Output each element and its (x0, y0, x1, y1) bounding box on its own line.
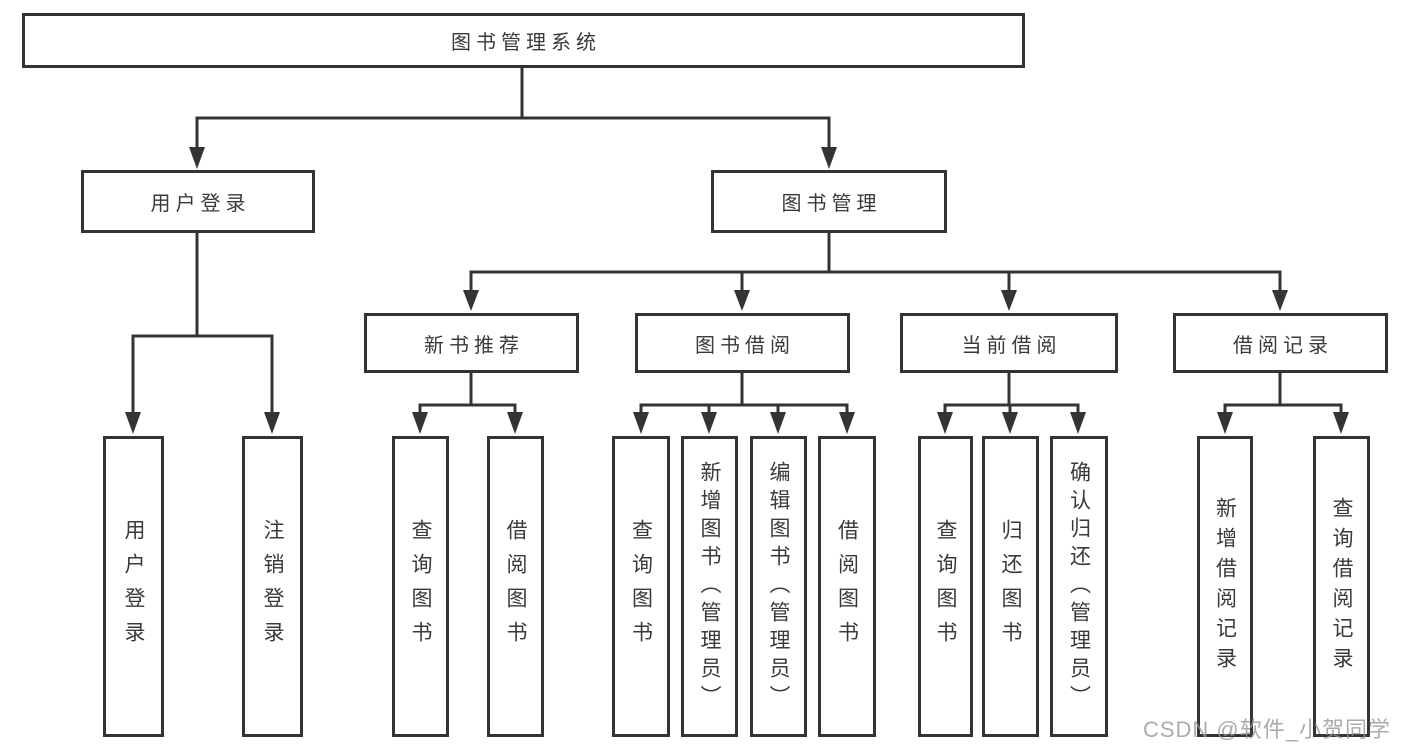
node-leaf-borrow-books-recommend: 借阅图书 (487, 436, 544, 737)
node-book-borrowing: 图书借阅 (635, 313, 850, 373)
node-leaf-query-books-recommend: 查询图书 (392, 436, 449, 737)
node-leaf-logout: 注销登录 (242, 436, 303, 737)
node-leaf-query-books-current: 查询图书 (918, 436, 973, 737)
node-borrowing-records: 借阅记录 (1173, 313, 1388, 373)
csdn-watermark: CSDN @软件_小贺同学 (1142, 717, 1391, 742)
node-leaf-borrow-books: 借阅图书 (818, 436, 876, 737)
node-user-login: 用户登录 (81, 170, 315, 233)
node-leaf-edit-book-admin: 编辑图书（管理员） (750, 436, 807, 737)
node-leaf-return-books: 归还图书 (982, 436, 1039, 737)
node-leaf-query-books-borrow: 查询图书 (612, 436, 670, 737)
node-library-management-system: 图书管理系统 (22, 13, 1025, 68)
node-leaf-add-book-admin: 新增图书（管理员） (681, 436, 738, 737)
node-leaf-add-borrow-record: 新增借阅记录 (1197, 436, 1253, 737)
node-leaf-query-borrow-record: 查询借阅记录 (1313, 436, 1370, 737)
node-current-borrowing: 当前借阅 (900, 313, 1118, 373)
node-leaf-user-login: 用户登录 (103, 436, 164, 737)
node-leaf-confirm-return-admin: 确认归还（管理员） (1050, 436, 1108, 737)
node-new-book-recommend: 新书推荐 (364, 313, 579, 373)
node-book-management: 图书管理 (711, 170, 947, 233)
arrowhead-icons (125, 147, 1349, 434)
